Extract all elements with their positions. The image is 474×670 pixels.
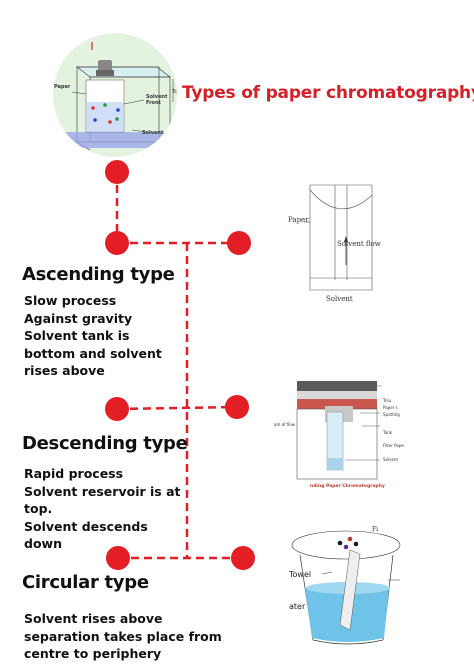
hero-solvent-label: Solvent [142, 130, 164, 136]
timeline-dot-descending-left [105, 397, 129, 421]
timeline-dot-ascending-left [105, 231, 129, 255]
clamp-icon [98, 60, 112, 72]
timeline-dot-descending-right [225, 395, 249, 419]
ascending-flow-label: Solvent flow [337, 240, 381, 248]
descending-description: Rapid process Solvent reservoir is at to… [24, 466, 181, 551]
circular-heading: Circular type [22, 572, 149, 593]
descending-side-label: am of flow [274, 422, 295, 427]
circular-description: Solvent rises above separation takes pla… [24, 611, 222, 661]
circular-top-label: Fi [372, 526, 379, 533]
descending-filter-label: Filter Pape [383, 443, 404, 448]
ascending-solvent-label: Solvent [326, 295, 353, 303]
timeline-dot-circular-right [231, 546, 255, 570]
descending-heading: Descending type [22, 433, 188, 454]
descending-trough-label: Trou [383, 398, 392, 403]
descending-tank-label: Tank [383, 430, 393, 435]
timeline-dot-circular-left [106, 546, 130, 570]
descending-diagram [296, 381, 382, 480]
hero-paper-label: Paper [54, 84, 71, 90]
timeline-dot-top [105, 160, 129, 184]
hero-side-mark: Tc [172, 89, 177, 95]
ascending-heading: Ascending type [22, 264, 175, 285]
circular-water-label: ater [289, 602, 306, 611]
descending-spotting-label: Spotting [383, 412, 400, 417]
descending-solvent-label: Solvent [383, 457, 399, 462]
ascending-description: Slow process Against gravity Solvent tan… [24, 293, 162, 378]
circular-diagram [291, 530, 401, 645]
ascending-paper-label: Paper [288, 216, 309, 224]
hero-illustration [53, 33, 177, 157]
ascending-diagram [304, 184, 373, 291]
descending-paper-label: Paper s [383, 405, 398, 410]
circular-towel-label: Towel [289, 570, 312, 579]
timeline-dot-ascending-right [227, 231, 251, 255]
descending-caption: nding Paper Chromatography [310, 484, 385, 489]
hero-solvent-front-label: Solvent Front [146, 94, 168, 106]
page-title: Types of paper chromatography [182, 83, 474, 103]
